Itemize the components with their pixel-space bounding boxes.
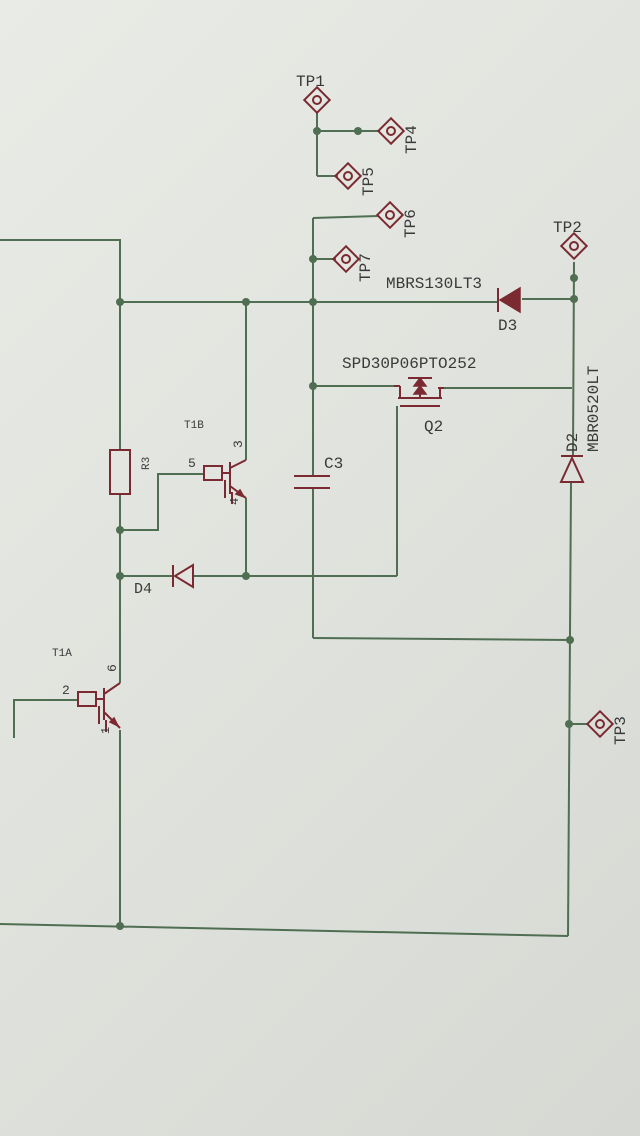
junction-dot (566, 636, 574, 644)
d2-part-label: MBR0520LT (585, 366, 603, 452)
junction-dot (309, 382, 317, 390)
tp6-label: TP6 (402, 209, 420, 238)
wire-bottom (0, 923, 569, 937)
transistor-t1b (203, 459, 247, 504)
wire-top-left-rail (0, 239, 121, 302)
tp2-symbol (559, 231, 589, 261)
wire-right-upper (572, 261, 575, 456)
tp5-label: TP5 (360, 167, 378, 196)
junction-dot (313, 127, 321, 135)
d3-ref-label: D3 (498, 317, 517, 335)
wire-r3-to-t1b (120, 473, 204, 531)
wire-tp6 (312, 215, 379, 219)
tp1-label: TP1 (296, 73, 325, 91)
wire-bottom-return (312, 637, 571, 641)
tp3-symbol (585, 709, 615, 739)
junction-dot (570, 274, 578, 282)
wire-t1a-base (13, 699, 78, 738)
t1a-pin-base: 2 (62, 683, 70, 698)
tp3-label: TP3 (612, 716, 630, 745)
tp5-symbol (333, 161, 363, 191)
junction-dot (565, 720, 573, 728)
transistor-t1a (77, 682, 121, 732)
q2-ref-label: Q2 (424, 418, 443, 436)
c3-ref-label: C3 (324, 455, 343, 473)
tp7-label: TP7 (357, 253, 375, 282)
tp7-symbol (331, 244, 361, 274)
t1a-pin-emitter: 1 (99, 727, 113, 734)
capacitor-c3 (294, 475, 330, 489)
t1b-pin-base: 5 (188, 456, 196, 471)
junction-dot (242, 572, 250, 580)
junction-dot (309, 255, 317, 263)
t1b-pin-emitter: 4 (228, 498, 242, 505)
wire-right-lower (567, 481, 572, 937)
labels: TP1 TP2 TP3 TP4 TP5 TP6 TP7 MBRS130LT3 D… (52, 73, 630, 745)
t1b-ref-label: T1B (184, 420, 204, 432)
diode-d4 (172, 563, 194, 589)
junction-dot (116, 922, 124, 930)
d4-ref-label: D4 (134, 581, 152, 598)
tp2-label: TP2 (553, 219, 582, 237)
q2-part-label: SPD30P06PTO252 (342, 355, 476, 373)
mosfet-q2 (394, 376, 444, 407)
junction-dot (309, 298, 317, 306)
t1a-pin-collector: 6 (105, 664, 120, 672)
tp4-label: TP4 (403, 125, 421, 154)
d3-part-label: MBRS130LT3 (386, 275, 482, 293)
diode-d2 (559, 455, 585, 483)
diode-d3 (497, 286, 521, 314)
tp1-symbol (302, 85, 332, 115)
t1b-pin-collector: 3 (231, 440, 246, 448)
junction-dot (354, 127, 362, 135)
junctions (116, 127, 578, 930)
t1a-ref-label: T1A (52, 648, 72, 660)
test-points (302, 85, 615, 739)
r3-ref-label: R3 (141, 457, 153, 470)
junction-dot (116, 298, 124, 306)
junction-dot (116, 526, 124, 534)
junction-dot (116, 572, 124, 580)
tp4-symbol (376, 116, 406, 146)
junction-dot (242, 298, 250, 306)
d2-ref-label: D2 (564, 433, 582, 452)
resistor-r3 (109, 449, 131, 495)
tp6-symbol (375, 200, 405, 230)
wires (0, 112, 588, 937)
junction-dot (570, 295, 578, 303)
